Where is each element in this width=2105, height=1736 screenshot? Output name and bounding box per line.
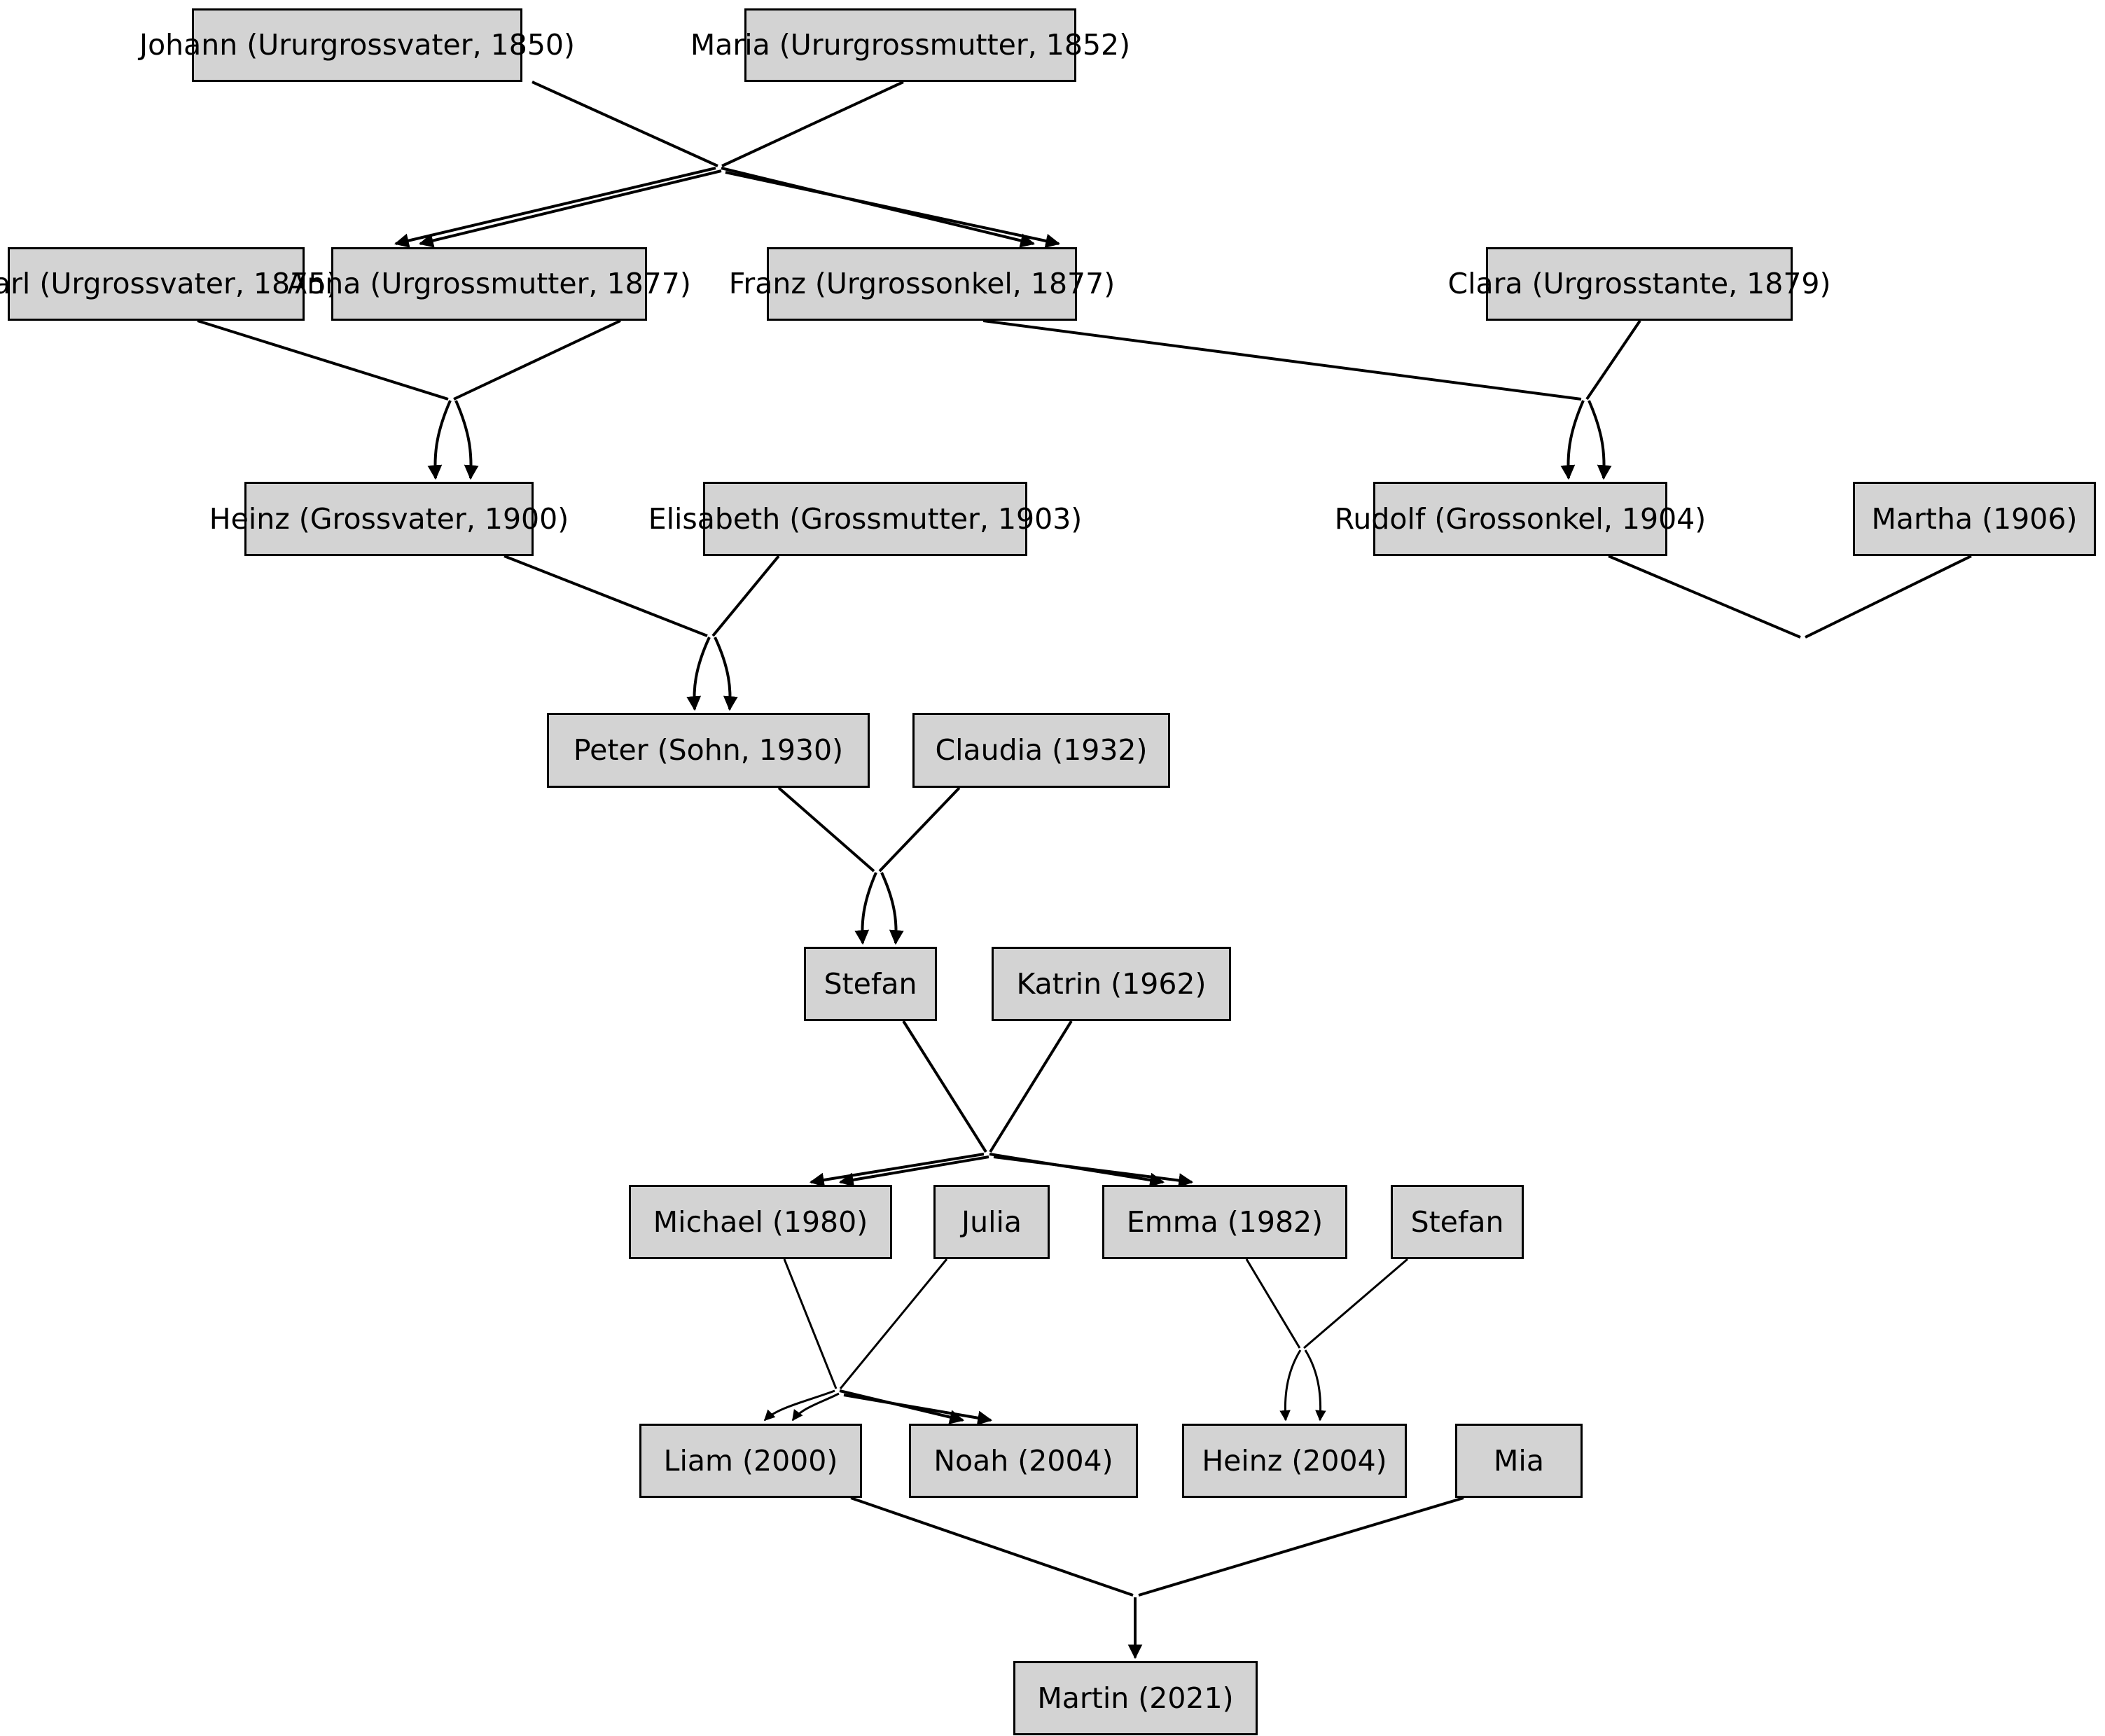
node-johann[interactable]: Johann (Ururgrossvater, 1850) [139, 8, 575, 82]
node-label: Claudia (1932) [935, 733, 1148, 767]
node-heinz-grossvater[interactable]: Heinz (Grossvater, 1900) [209, 482, 569, 556]
node-label: Anna (Urgrossmutter, 1877) [287, 267, 691, 300]
node-michael[interactable]: Michael (1980) [629, 1185, 892, 1259]
node-label: Heinz (Grossvater, 1900) [209, 501, 569, 536]
node-karl[interactable]: Karl (Urgrossvater, 1875) [0, 247, 338, 321]
node-martin[interactable]: Martin (2021) [1013, 1661, 1258, 1735]
node-label: Martin (2021) [1037, 1681, 1234, 1715]
node-label: Karl (Urgrossvater, 1875) [0, 267, 338, 300]
node-noah[interactable]: Noah (2004) [909, 1424, 1138, 1498]
node-stefan-partner[interactable]: Stefan [1391, 1185, 1524, 1259]
node-peter[interactable]: Peter (Sohn, 1930) [547, 713, 870, 788]
node-martha[interactable]: Martha (1906) [1853, 482, 2096, 556]
node-julia[interactable]: Julia [933, 1185, 1050, 1259]
node-liam[interactable]: Liam (2000) [639, 1424, 862, 1498]
node-anna[interactable]: Anna (Urgrossmutter, 1877) [287, 247, 691, 321]
node-mia[interactable]: Mia [1455, 1424, 1583, 1498]
node-label: Emma (1982) [1126, 1204, 1324, 1239]
node-label: Michael (1980) [653, 1204, 868, 1239]
node-rudolf[interactable]: Rudolf (Grossonkel, 1904) [1335, 482, 1706, 556]
node-claudia[interactable]: Claudia (1932) [912, 713, 1170, 788]
node-elisabeth[interactable]: Elisabeth (Grossmutter, 1903) [648, 482, 1082, 556]
node-stefan-1962[interactable]: Stefan [804, 947, 937, 1021]
node-label: Mia [1494, 1443, 1544, 1478]
node-franz[interactable]: Franz (Urgrossonkel, 1877) [729, 247, 1115, 321]
node-label: Noah (2004) [933, 1443, 1113, 1478]
node-emma[interactable]: Emma (1982) [1102, 1185, 1347, 1259]
node-label: Julia [961, 1204, 1022, 1239]
node-katrin[interactable]: Katrin (1962) [992, 947, 1231, 1021]
node-label: Johann (Ururgrossvater, 1850) [139, 28, 576, 62]
node-label: Franz (Urgrossonkel, 1877) [728, 267, 1116, 300]
node-label: Liam (2000) [663, 1443, 838, 1478]
node-maria[interactable]: Maria (Ururgrossmutter, 1852) [690, 8, 1130, 82]
node-label: Rudolf (Grossonkel, 1904) [1334, 501, 1707, 536]
node-label: Stefan [1410, 1204, 1504, 1239]
node-label: Katrin (1962) [1016, 966, 1207, 1001]
node-label: Elisabeth (Grossmutter, 1903) [648, 501, 1083, 536]
node-label: Maria (Ururgrossmutter, 1852) [690, 28, 1131, 62]
node-label: Peter (Sohn, 1930) [573, 733, 844, 767]
node-heinz-2004[interactable]: Heinz (2004) [1182, 1424, 1407, 1498]
node-label: Martha (1906) [1871, 501, 2078, 536]
node-label: Stefan [824, 966, 917, 1001]
node-clara[interactable]: Clara (Urgrosstante, 1879) [1448, 247, 1831, 321]
node-label: Clara (Urgrosstante, 1879) [1447, 267, 1831, 300]
node-label: Heinz (2004) [1202, 1443, 1387, 1478]
